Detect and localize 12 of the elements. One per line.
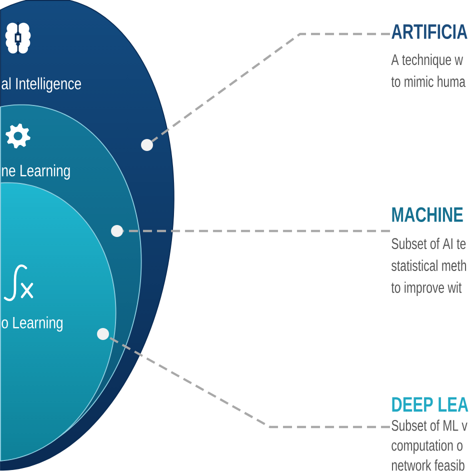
leader-line	[108, 336, 390, 428]
section-heading: ARTIFICIA	[392, 24, 468, 39]
leader-line	[151, 32, 390, 142]
section-heading: DEEP LEA	[392, 397, 468, 412]
section-heading: MACHINE	[392, 207, 463, 222]
description-text: Subset of ML v computation o network feasib	[392, 420, 468, 471]
leader-line	[123, 230, 390, 232]
leader-dot	[97, 328, 109, 340]
leader-dot	[141, 139, 153, 151]
description-text: A technique w to mimic huma	[391, 54, 466, 88]
description-text: Subset of AI te statistical meth to improve wit	[391, 238, 466, 296]
leader-dot	[111, 225, 123, 237]
